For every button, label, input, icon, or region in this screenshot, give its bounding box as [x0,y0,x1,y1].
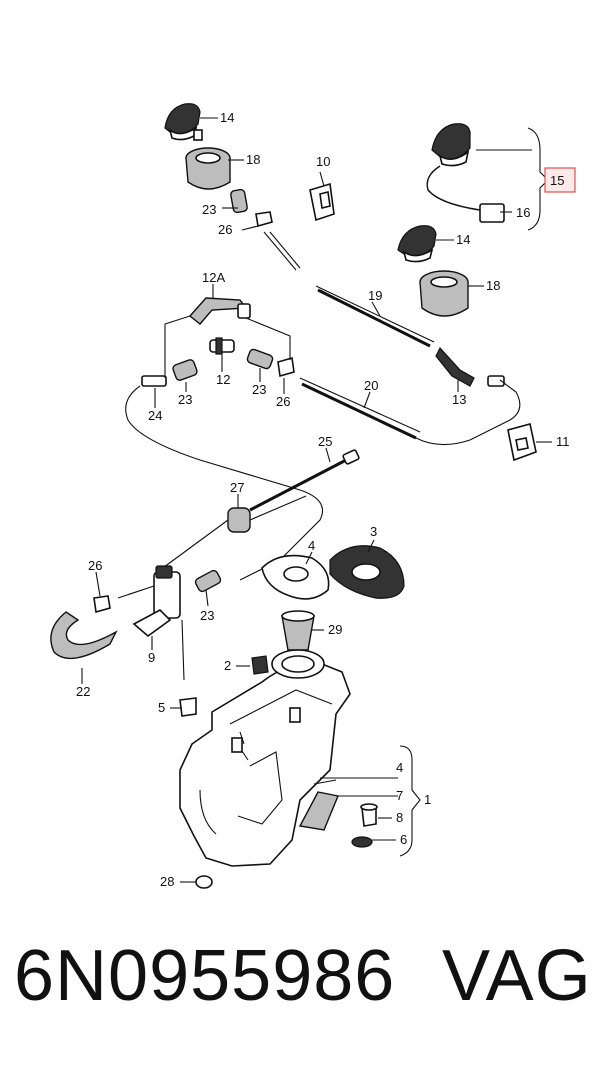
callout-18-left: 18 [246,152,260,167]
callout-4-right: 4 [396,760,403,775]
strainer-29 [281,610,315,651]
callout-12a: 12A [202,270,225,285]
callout-18-right: 18 [486,278,500,293]
clip-left [255,211,273,228]
hose-22 [50,611,118,660]
grommet-5 [179,697,197,717]
hose-piece-23b [246,348,274,370]
callout-23-mid-left: 23 [178,392,192,407]
washer-pump [132,565,185,681]
callout-8: 8 [396,810,403,825]
callout-9: 9 [148,650,155,665]
callout-25: 25 [318,434,332,449]
clip-26b [277,356,295,378]
pad-7 [298,791,339,831]
callout-1: 1 [424,792,431,807]
callout-22: 22 [76,684,90,699]
heated-washer-nozzle [426,123,505,223]
clip-11 [507,423,537,462]
callout-27: 27 [230,480,244,495]
callout-5: 5 [158,700,165,715]
callout-2: 2 [224,658,231,673]
grommet-28 [195,875,213,889]
callout-11: 11 [556,434,570,449]
grommet-seal-right [419,270,469,317]
callout-4-top: 4 [308,538,315,553]
callout-26-top: 26 [218,222,232,237]
callout-7: 7 [396,788,403,803]
callout-26-mid: 26 [276,394,290,409]
hose-piece-23a [172,359,198,381]
washer-nozzle-left [164,103,203,141]
leader-lines [81,117,552,883]
t-piece-connector [435,346,505,387]
coupling-27 [227,507,251,533]
callout-15-highlight [544,167,576,193]
callout-24: 24 [148,408,162,423]
callout-3: 3 [370,524,377,539]
callout-19: 19 [368,288,382,303]
elbow-hose-12a [188,297,251,325]
parts-diagram: 14 18 23 26 10 15 16 14 18 19 12A 20 13 … [50,103,576,889]
hose-connector-left [230,188,248,214]
callout-23-mid-right: 23 [252,382,266,397]
grommet-2 [251,655,269,675]
callout-14-right: 14 [456,232,470,247]
callout-14-top: 14 [220,110,234,125]
callout-16: 16 [516,205,530,220]
callout-6: 6 [400,832,407,847]
callout-15: 15 [550,173,564,188]
callout-20: 20 [364,378,378,393]
washer-nozzle-right [397,225,437,263]
clip-26c [93,595,111,614]
callout-26-bottom: 26 [88,558,102,573]
callout-12: 12 [216,372,230,387]
callout-23-bottom: 23 [200,608,214,623]
filler-neck-4 [261,554,330,600]
callout-23-top: 23 [202,202,216,217]
hose-piece-23c [194,569,222,593]
washer-reservoir [179,649,351,867]
connector-24 [141,375,167,387]
callout-28: 28 [160,874,174,889]
bracket-10 [309,182,335,222]
callout-13: 13 [452,392,466,407]
caption-footer: 6N0955986 VAG [0,940,600,1050]
check-valve-12 [209,337,235,355]
grommet-seal-left [185,147,231,190]
filler-cap-3 [329,545,405,599]
brand-label: VAG [442,936,592,1016]
part-number: 6N0955986 [14,936,396,1016]
callout-29: 29 [328,622,342,637]
seal-6 [351,836,373,848]
plug-8 [360,803,378,827]
callout-10: 10 [316,154,330,169]
